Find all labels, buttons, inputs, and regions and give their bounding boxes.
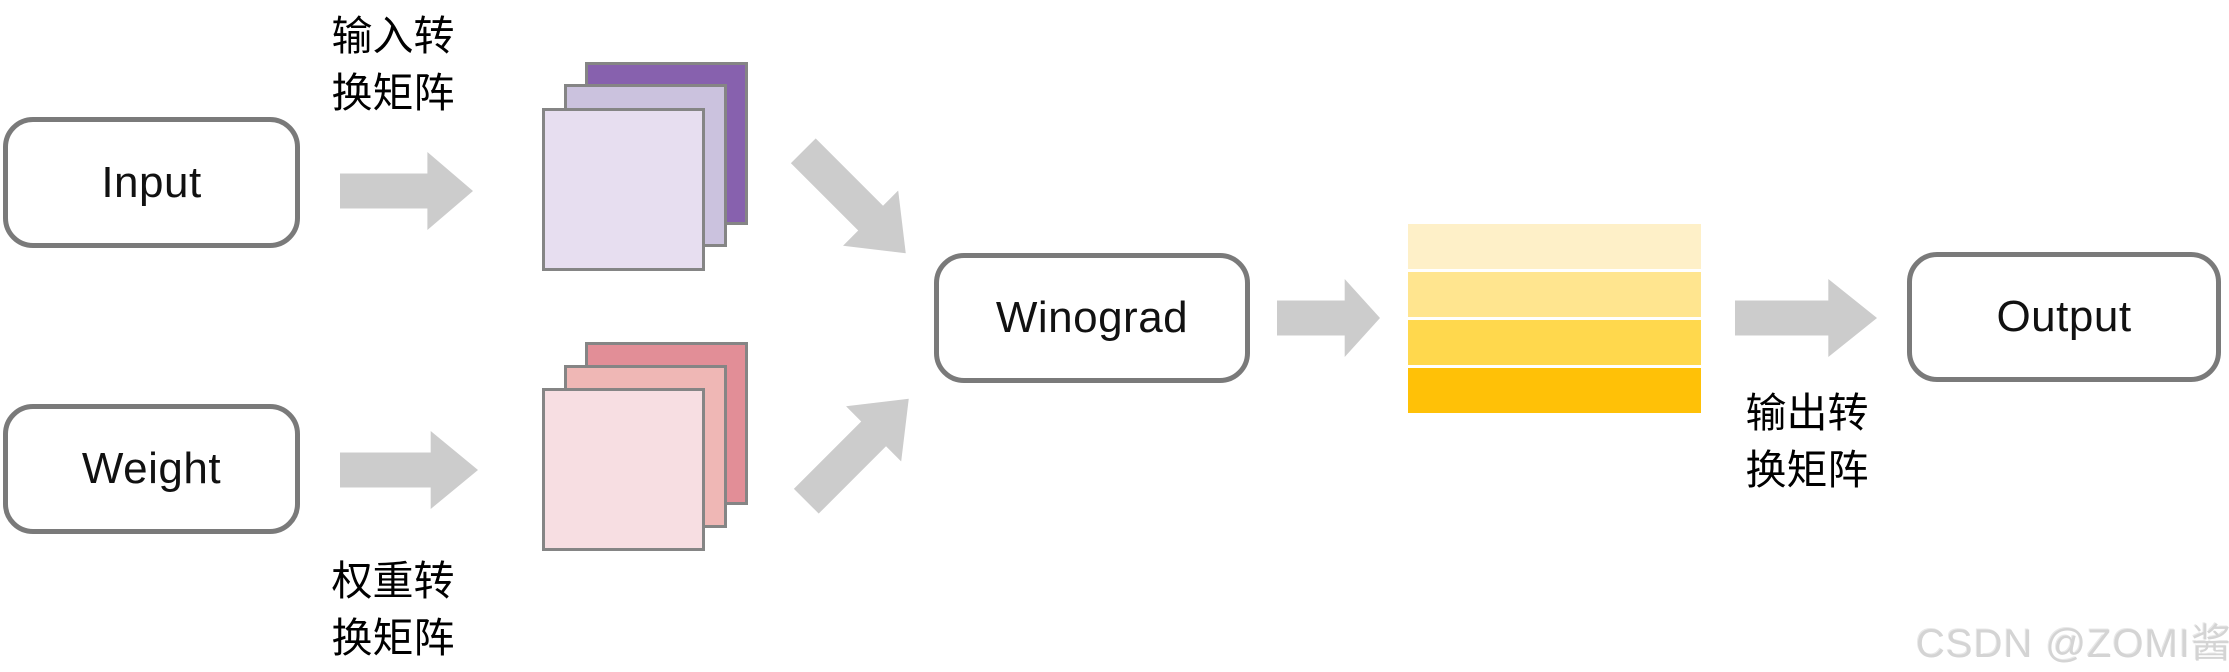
- weight-node: Weight: [3, 404, 300, 534]
- arrow-winograd-to-result: [1277, 279, 1380, 357]
- input-transform-label-line1: 输入转: [331, 13, 455, 59]
- down-right-arrow-icon: [790, 138, 906, 254]
- output-matrix-bar-2: [1408, 272, 1701, 317]
- right-arrow-icon: [340, 431, 478, 509]
- right-arrow-icon: [1735, 279, 1877, 357]
- arrow-input-to-transform: [340, 152, 473, 230]
- weight-transform-label-line2: 换矩阵: [331, 615, 455, 661]
- input-transform-label: 输入转 换矩阵: [318, 8, 468, 122]
- output-matrix-bar-1: [1408, 224, 1701, 269]
- winograd-node-label: Winograd: [995, 293, 1189, 342]
- arrow-result-to-output: [1735, 279, 1877, 357]
- arrow-weight-to-transform: [340, 431, 478, 509]
- winograd-node: Winograd: [934, 253, 1250, 383]
- output-node-label: Output: [1996, 292, 2132, 341]
- output-transform-label-line1: 输出转: [1745, 390, 1869, 436]
- watermark: CSDN @ZOMI酱: [1916, 622, 2229, 666]
- arrow-input-transform-to-winograd: [790, 138, 906, 254]
- output-transform-label: 输出转 换矩阵: [1732, 385, 1882, 499]
- up-right-arrow-icon: [793, 398, 909, 514]
- input-node-label: Input: [101, 157, 202, 207]
- output-matrix-bar-3: [1408, 320, 1701, 365]
- output-matrix-stack: [1408, 224, 1701, 413]
- output-matrix-bar-4: [1408, 368, 1701, 413]
- output-node: Output: [1907, 252, 2221, 382]
- output-transform-label-line2: 换矩阵: [1745, 447, 1869, 493]
- weight-transform-label-line1: 权重转: [331, 558, 455, 604]
- weight-transform-label: 权重转 换矩阵: [318, 553, 468, 667]
- input-transform-label-line2: 换矩阵: [331, 70, 455, 116]
- input-node: Input: [3, 117, 300, 248]
- weight-node-label: Weight: [81, 444, 222, 493]
- right-arrow-icon: [1277, 279, 1380, 357]
- weight-matrix-front: [542, 388, 705, 551]
- input-matrix-front: [542, 108, 705, 271]
- right-arrow-icon: [340, 152, 473, 230]
- arrow-weight-transform-to-winograd: [793, 398, 909, 514]
